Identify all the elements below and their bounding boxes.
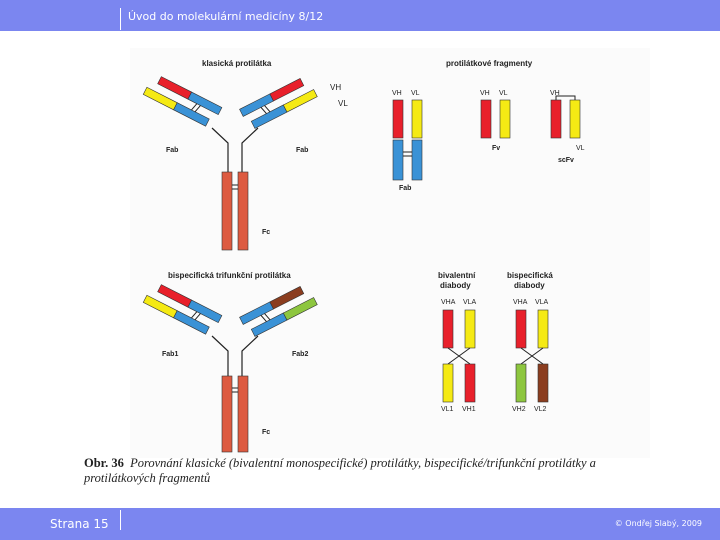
bispecific-left-arm [142,284,223,335]
bis-fab2-label: Fab2 [292,351,308,358]
classic-vh-label: VH [330,83,341,92]
classic-left-heavy-blue [187,91,223,116]
footer-divider [120,510,121,530]
header-divider [120,8,121,30]
slide-title: Úvod do molekulární medicíny 8/12 [128,10,324,23]
classic-left-light-blue [173,102,210,127]
fv-vh [480,99,492,139]
footer-bar: Strana 15 © Ondřej Slabý, 2009 [0,508,720,540]
diabody-biv-vh1-label: VH1 [462,406,476,413]
diabody-biv-vl1 [442,363,454,403]
fab-label: Fab [399,185,411,192]
classic-fc-right [237,171,249,251]
classic-vl-label: VL [338,99,348,108]
scfv-vh-label: VH [550,90,560,97]
diabody-biv-title-2: diabody [440,281,471,290]
classic-right-arm [239,78,318,129]
diabody-bis-title-2: diabody [514,281,545,290]
scfv-vh [550,99,562,139]
bispecific-title: bispecifická trifunkční protilátka [168,271,291,280]
diabody-bis-vha [515,309,527,349]
classic-left-arm [142,76,223,127]
diabody-biv-vla-label: VLA [463,299,477,306]
diabody-bis-vha-label: VHA [513,299,528,306]
antibody-figure: klasická protilátka VH VL Fab [130,48,650,458]
diabody-bis-vh2 [515,363,527,403]
diabody-bis-vl2 [537,363,549,403]
bis-left-light-blue [173,310,210,335]
diabody-biv-vl1-label: VL1 [441,406,454,413]
diabody-biv-vha-label: VHA [441,299,456,306]
classic-fab-right-label: Fab [296,147,308,154]
diabody-bis-title-1: bispecifická [507,271,553,280]
bis-right-vh2 [269,286,305,310]
classic-title: klasická protilátka [202,59,272,68]
bis-right-vl2 [282,297,318,321]
fab-vh-label: VH [392,90,402,97]
diabody-bis-vla-label: VLA [535,299,549,306]
antibody-diagram: klasická protilátka VH VL Fab [142,59,585,453]
fragments-title: protilátkové fragmenty [446,59,533,68]
caption-text: Porovnání klasické (bivalentní monospeci… [84,456,596,485]
classic-right-vl [282,89,318,113]
fab-vh [392,99,404,139]
bis-fc-right [237,375,249,453]
figure-caption: Obr. 36 Porovnání klasické (bivalentní m… [84,456,664,486]
scfv-vl [569,99,581,139]
fv-vh-label: VH [480,90,490,97]
diabody-biv-vha [442,309,454,349]
fv-label: Fv [492,145,500,152]
bis-fc-left [221,375,233,453]
scfv-label: scFv [558,157,574,164]
diabody-bis-vl2-label: VL2 [534,406,547,413]
copyright: © Ondřej Slabý, 2009 [614,519,702,528]
fab-vl [411,99,423,139]
fab-vl-label: VL [411,90,420,97]
classic-fab-left-label: Fab [166,147,178,154]
fv-vl-label: VL [499,90,508,97]
page-number: Strana 15 [50,517,109,531]
caption-number: Obr. 36 [84,456,124,470]
diabody-bis-vla [537,309,549,349]
bis-fc-label: Fc [262,429,270,436]
scfv-vl-label: VL [576,145,585,152]
header-bar: Úvod do molekulární medicíny 8/12 [0,0,720,31]
scfv-linker [555,95,576,100]
fv-vl [499,99,511,139]
bis-left-heavy-blue [187,299,223,324]
bis-fab1-label: Fab1 [162,351,178,358]
classic-fc-label: Fc [262,229,270,236]
bispecific-right-arm [239,286,318,337]
classic-right-vh [269,78,305,102]
diabody-bis-vh2-label: VH2 [512,406,526,413]
classic-fc-left [221,171,233,251]
diabody-biv-title-1: bivalentní [438,271,476,280]
fab-ch [392,139,404,181]
fab-cl [411,139,423,181]
diabody-biv-vh1 [464,363,476,403]
diabody-biv-vla [464,309,476,349]
